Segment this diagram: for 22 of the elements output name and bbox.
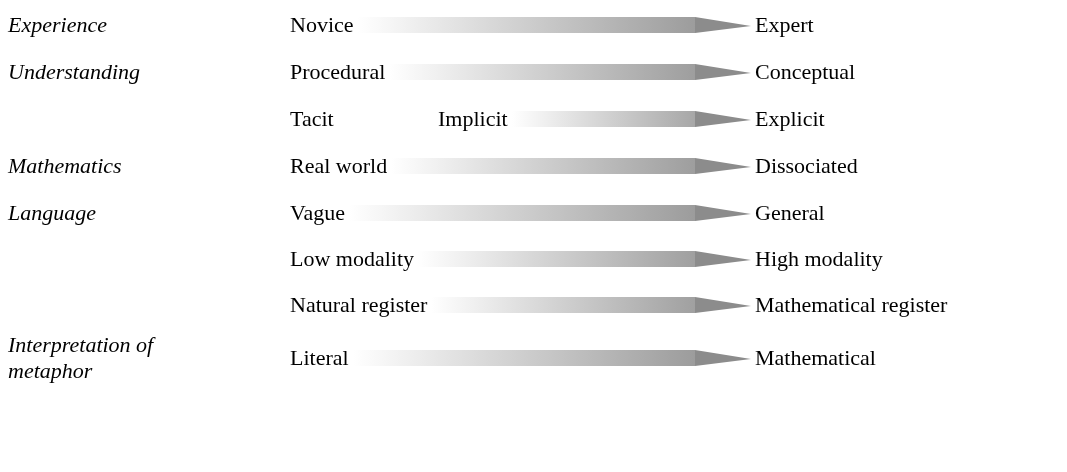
category-label: Language [8,200,96,226]
category-label: Interpretation of metaphor [8,332,157,384]
text-label: Tacit [290,106,334,132]
node-label: Explicit [755,106,825,132]
node-label: Real world [290,153,388,179]
node-label: Procedural [290,59,386,85]
category-label: Understanding [8,59,140,85]
node-label: Novice [290,12,354,38]
node-label: Expert [755,12,814,38]
node-label: Vague [290,200,345,226]
node-label: Mathematical [755,345,876,371]
node-label: Implicit [438,106,508,132]
node-label: High modality [755,246,883,272]
category-label: Mathematics [8,153,122,179]
node-label: Low modality [290,246,415,272]
node-label: Literal [290,345,349,371]
category-label: Experience [8,12,107,38]
node-label: Mathematical register [755,292,948,318]
node-label: Conceptual [755,59,856,85]
node-label: Dissociated [755,153,858,179]
node-label: Natural register [290,292,428,318]
node-label: General [755,200,825,226]
